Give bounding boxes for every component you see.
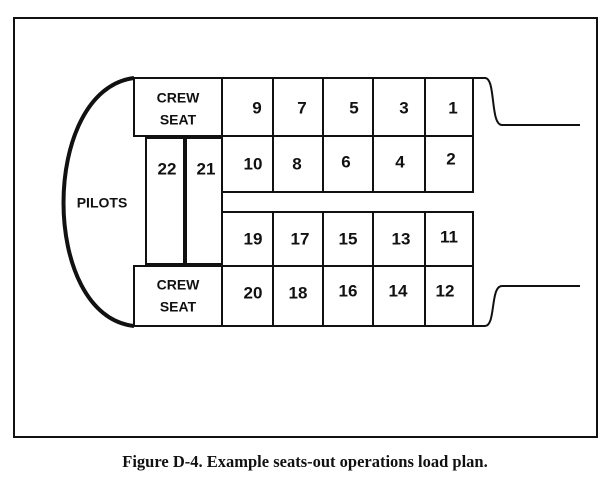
seat-row-2 <box>221 135 474 193</box>
seat-22-label: 22 <box>158 159 177 178</box>
seat-label: 16 <box>339 281 358 300</box>
figure-frame <box>13 17 598 438</box>
seat-label: 9 <box>252 98 261 117</box>
seat-label: 20 <box>244 283 263 302</box>
crew-seat-bottom-line2: SEAT <box>160 299 197 315</box>
figure-caption: Figure D-4. Example seats-out operations… <box>122 452 488 471</box>
seat-label: 18 <box>289 283 308 302</box>
seat-label: 14 <box>389 281 408 300</box>
seat-label: 3 <box>399 98 408 117</box>
pilots-label: PILOTS <box>77 195 128 211</box>
crew-seat-bottom-box <box>133 265 223 327</box>
seat-label: 4 <box>395 152 405 171</box>
seat-label: 8 <box>292 154 301 173</box>
crew-seat-top-line1: CREW <box>157 90 201 106</box>
seat-row-bottom <box>221 265 474 327</box>
seat-22-box <box>145 137 185 265</box>
seat-21-label: 21 <box>197 159 216 178</box>
crew-seat-bottom-line1: CREW <box>157 277 201 293</box>
crew-seat-top-line2: SEAT <box>160 112 197 128</box>
seat-label: 15 <box>339 229 358 248</box>
seat-label: 10 <box>244 154 263 173</box>
cockpit-outline <box>61 76 135 328</box>
seat-21-box <box>185 137 223 265</box>
seat-label: 6 <box>341 152 350 171</box>
seat-label: 11 <box>440 227 458 246</box>
seat-label: 5 <box>349 98 358 117</box>
seat-label: 1 <box>448 98 457 117</box>
seat-label: 17 <box>291 229 310 248</box>
seat-label: 2 <box>446 149 455 168</box>
seat-label: 19 <box>244 229 263 248</box>
seat-label: 7 <box>297 98 306 117</box>
seat-label: 13 <box>392 229 411 248</box>
fuselage-bottom-extension <box>473 285 580 327</box>
seat-label: 12 <box>436 281 455 300</box>
fuselage-top-extension <box>473 77 580 126</box>
